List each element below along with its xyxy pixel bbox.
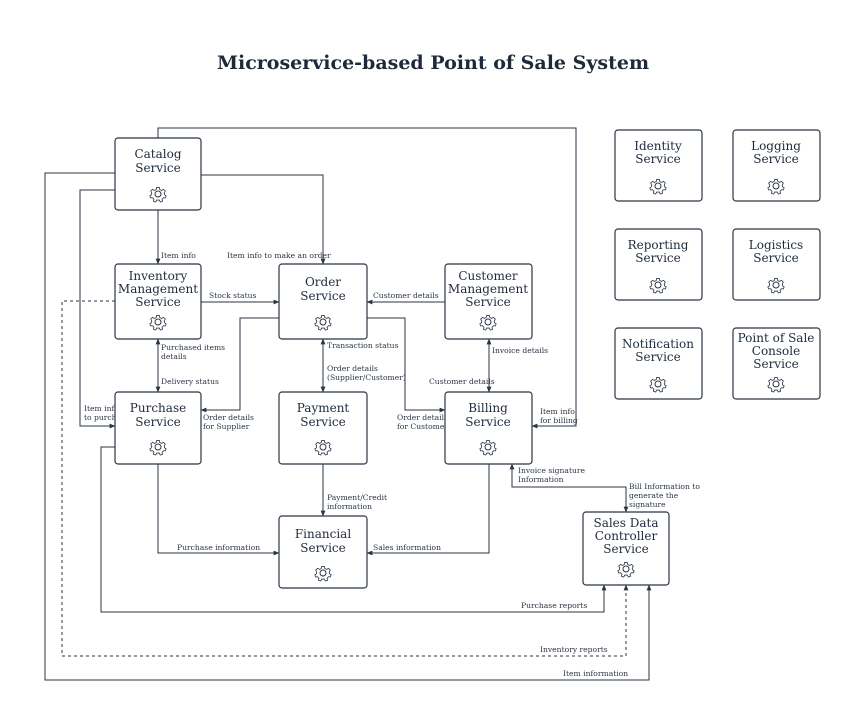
svg-text:Payment: Payment bbox=[297, 401, 350, 415]
label-item-info: Item info bbox=[161, 251, 196, 260]
label-purchase-information: Purchase information bbox=[177, 543, 260, 552]
label-inventory-reports: Inventory reports bbox=[540, 645, 608, 654]
label-item-info-order: Item info to make an order bbox=[227, 251, 331, 260]
reporting-service: Reporting Service bbox=[614, 228, 703, 301]
label-payment-credit-1: Payment/Credit bbox=[327, 493, 387, 502]
label-order-details-customer-2: for Customer bbox=[397, 422, 448, 431]
svg-text:Service: Service bbox=[753, 357, 799, 371]
svg-text:Point of Sale: Point of Sale bbox=[738, 331, 815, 345]
label-invoice-details: Invoice details bbox=[492, 346, 548, 355]
svg-text:Service: Service bbox=[603, 542, 649, 556]
payment-service: Payment Service bbox=[278, 391, 368, 465]
purchase-service: Purchase Service bbox=[114, 391, 202, 465]
svg-text:Sales Data: Sales Data bbox=[593, 516, 658, 530]
label-payment-credit-2: information bbox=[327, 502, 372, 511]
label-item-info-billing-2: for billing bbox=[540, 416, 578, 425]
edge-labels: Item info Item info to make an order Sto… bbox=[84, 251, 700, 678]
svg-text:Service: Service bbox=[753, 152, 799, 166]
label-order-details-supplier-2: for Supplier bbox=[203, 422, 250, 431]
label-order-details-payment-2: (Supplier/Customer) bbox=[327, 373, 406, 382]
label-bill-information-3: signature bbox=[629, 500, 666, 509]
edge-order-purchase bbox=[200, 317, 279, 413]
label-delivery-status: Delivery status bbox=[161, 377, 219, 386]
label-purchased-items-1: Purchased items bbox=[161, 343, 225, 352]
svg-text:Identity: Identity bbox=[634, 139, 682, 153]
svg-text:Service: Service bbox=[300, 541, 346, 555]
svg-text:Service: Service bbox=[635, 251, 681, 265]
svg-text:Financial: Financial bbox=[295, 527, 351, 541]
edge-catalog-billing bbox=[157, 127, 577, 429]
svg-text:Service: Service bbox=[300, 289, 346, 303]
svg-text:Service: Service bbox=[465, 415, 511, 429]
label-invoice-signature-1: Invoice signature bbox=[518, 466, 586, 475]
label-bill-information-2: generate the bbox=[629, 491, 679, 500]
svg-text:Service: Service bbox=[753, 251, 799, 265]
label-customer-details-2: Customer details bbox=[429, 377, 495, 386]
svg-text:Service: Service bbox=[135, 295, 181, 309]
label-invoice-signature-2: Information bbox=[518, 475, 564, 484]
label-stock-status: Stock status bbox=[209, 291, 257, 300]
label-purchase-reports: Purchase reports bbox=[521, 601, 587, 610]
label-item-info-purchase-1: Item info bbox=[84, 404, 119, 413]
svg-text:Service: Service bbox=[300, 415, 346, 429]
edge-billing-sales bbox=[509, 463, 629, 513]
svg-text:Management: Management bbox=[448, 282, 528, 296]
svg-text:Inventory: Inventory bbox=[129, 269, 188, 283]
svg-text:Notification: Notification bbox=[622, 337, 694, 351]
label-transaction-status: Transaction status bbox=[327, 341, 399, 350]
edge-catalog-purchase bbox=[79, 189, 116, 429]
connectors bbox=[44, 127, 652, 681]
edge-billing-financial bbox=[366, 464, 490, 556]
label-purchased-items-2: details bbox=[161, 352, 187, 361]
edge-purchase-reports bbox=[100, 446, 607, 613]
svg-text:Logging: Logging bbox=[751, 139, 801, 153]
label-sales-information: Sales information bbox=[373, 543, 441, 552]
logistics-service: Logistics Service bbox=[732, 228, 821, 301]
label-customer-details-1: Customer details bbox=[373, 291, 439, 300]
svg-text:Controller: Controller bbox=[595, 529, 658, 543]
svg-text:Billing: Billing bbox=[468, 401, 508, 415]
catalog-service: Catalog Service bbox=[114, 137, 202, 211]
diagram-title: Microservice-based Point of Sale System bbox=[216, 52, 650, 74]
financial-service: Financial Service bbox=[278, 515, 368, 589]
label-item-info-billing-1: Item info bbox=[540, 407, 575, 416]
label-order-details-payment-1: Order details bbox=[327, 364, 378, 373]
svg-text:Order: Order bbox=[305, 275, 341, 289]
order-service: Order Service bbox=[278, 263, 368, 340]
label-order-details-supplier-1: Order details bbox=[203, 413, 254, 422]
svg-text:Catalog: Catalog bbox=[134, 147, 181, 161]
notification-service: Notification Service bbox=[614, 327, 703, 400]
svg-text:Reporting: Reporting bbox=[628, 238, 689, 252]
edge-order-billing bbox=[367, 317, 446, 413]
edge-catalog-order bbox=[201, 174, 326, 265]
point-of-sale-console-service: Point of Sale Console Service bbox=[732, 327, 821, 400]
logging-service: Logging Service bbox=[732, 129, 821, 202]
svg-text:Service: Service bbox=[635, 350, 681, 364]
edge-purchase-financial bbox=[157, 464, 280, 556]
customer-management-service: Customer Management Service bbox=[444, 263, 533, 340]
svg-text:Purchase: Purchase bbox=[130, 401, 186, 415]
billing-service: Billing Service bbox=[444, 391, 533, 465]
edge-inventory-reports bbox=[61, 300, 629, 657]
label-item-information: Item information bbox=[563, 669, 628, 678]
svg-text:Management: Management bbox=[118, 282, 198, 296]
identity-service: Identity Service bbox=[614, 129, 703, 202]
svg-text:Service: Service bbox=[635, 152, 681, 166]
label-bill-information-1: Bill Information to bbox=[629, 482, 700, 491]
edge-item-information bbox=[44, 172, 652, 681]
svg-text:Logistics: Logistics bbox=[749, 238, 803, 252]
svg-text:Console: Console bbox=[752, 344, 800, 358]
svg-text:Service: Service bbox=[135, 415, 181, 429]
label-item-info-purchase-2: to purchase bbox=[84, 413, 130, 422]
inventory-management-service: Inventory Management Service bbox=[114, 263, 202, 340]
svg-text:Service: Service bbox=[465, 295, 511, 309]
svg-text:Service: Service bbox=[135, 161, 181, 175]
sales-data-controller-service: Sales Data Controller Service bbox=[582, 511, 670, 586]
label-order-details-customer-1: Order details bbox=[397, 413, 448, 422]
svg-text:Customer: Customer bbox=[458, 269, 518, 283]
